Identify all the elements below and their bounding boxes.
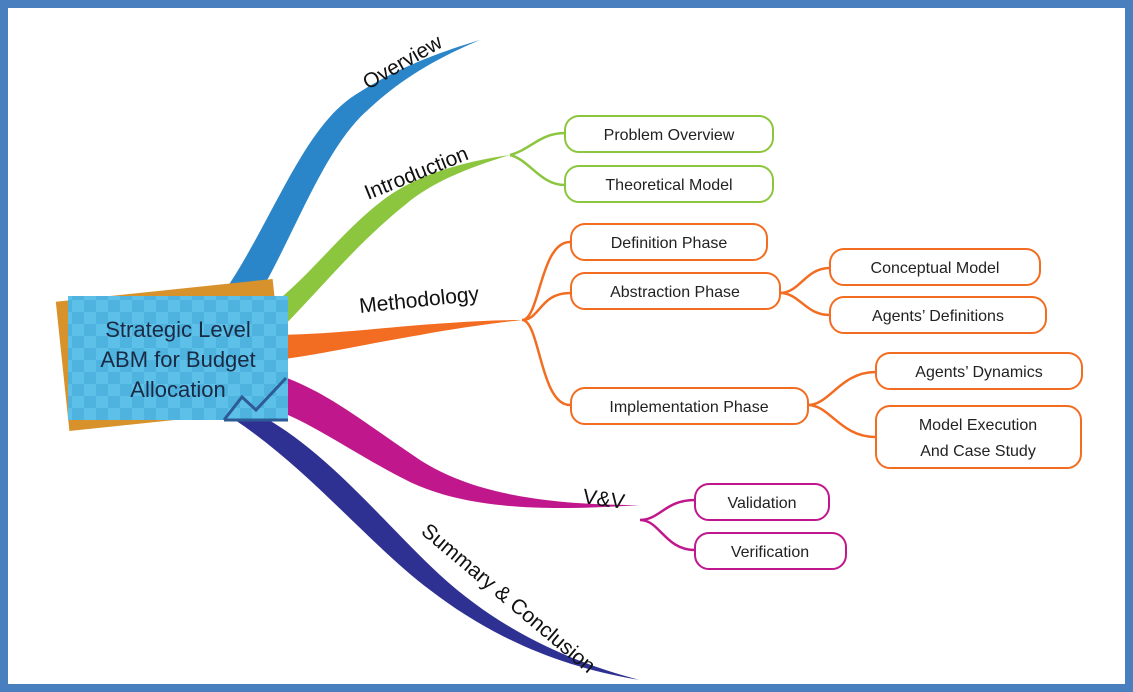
node-abstraction-phase[interactable] [570, 272, 781, 310]
branch-methodology-ribbon [262, 320, 522, 362]
node-conceptual-model[interactable] [829, 248, 1041, 286]
central-topic-line3: Allocation [130, 377, 225, 402]
abstraction-connector [779, 266, 831, 317]
node-theoretical-model-label: Theoretical Model [605, 177, 732, 194]
node-model-execution-label-line2: And Case Study [920, 443, 1036, 460]
branch-summary-ribbon [235, 405, 640, 680]
node-implementation-phase[interactable] [570, 387, 809, 425]
methodology-connector [521, 240, 571, 407]
node-conceptual-model-label: Conceptual Model [871, 260, 1000, 277]
branch-overview-ribbon [215, 40, 480, 312]
central-topic-line1: Strategic Level [105, 317, 251, 342]
central-topic-card [68, 296, 288, 420]
node-implementation-phase-label: Implementation Phase [609, 399, 768, 416]
node-model-execution-label-line1: Model Execution [919, 417, 1037, 434]
vv-connector [639, 498, 696, 552]
branch-label-methodology: Methodology [358, 282, 480, 317]
branch-label-overview: Overview [359, 30, 447, 94]
node-definition-phase[interactable] [570, 223, 768, 261]
node-verification[interactable] [694, 532, 847, 570]
node-definition-phase-label: Definition Phase [611, 235, 728, 252]
node-agents-dynamics[interactable] [875, 352, 1083, 390]
branch-label-vv: V&V [581, 485, 626, 514]
node-agents-dynamics-label: Agents’ Dynamics [915, 364, 1042, 381]
node-agents-definitions-label: Agents’ Definitions [872, 308, 1004, 325]
chart-trend-icon [222, 376, 288, 422]
node-problem-overview-label: Problem Overview [604, 127, 735, 144]
central-topic-line2: ABM for Budget [100, 347, 255, 372]
implementation-connector [807, 370, 877, 439]
node-problem-overview[interactable] [564, 115, 774, 153]
node-abstraction-phase-label: Abstraction Phase [610, 284, 740, 301]
node-theoretical-model[interactable] [564, 165, 774, 203]
introduction-connector [509, 131, 566, 187]
node-validation-label: Validation [727, 495, 796, 512]
central-topic[interactable]: Strategic Level ABM for Budget Allocatio… [55, 278, 288, 432]
node-verification-label: Verification [731, 544, 809, 561]
node-model-execution[interactable] [875, 405, 1082, 469]
branch-vv-ribbon [262, 370, 640, 509]
node-validation[interactable] [694, 483, 830, 521]
node-agents-definitions[interactable] [829, 296, 1047, 334]
